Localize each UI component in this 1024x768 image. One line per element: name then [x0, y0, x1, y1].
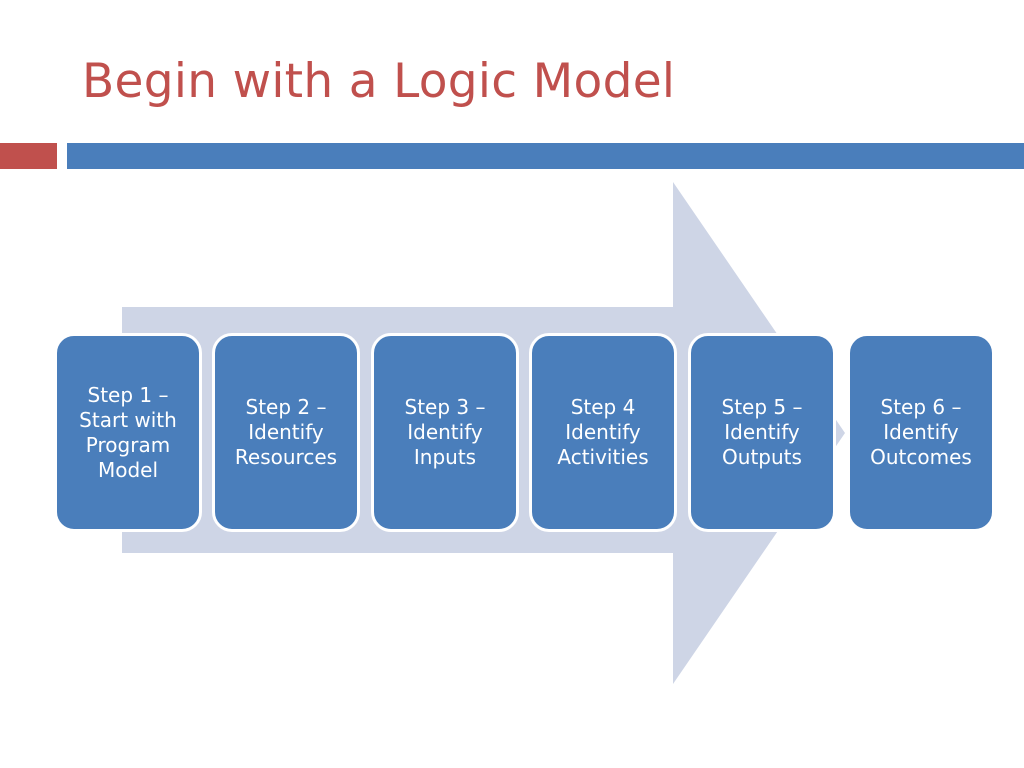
step-box-6-label: Step 6 – Identify Outcomes: [870, 395, 972, 469]
step-box-6[interactable]: Step 6 – Identify Outcomes: [847, 333, 995, 532]
title-divider: [0, 143, 1024, 169]
step-box-2[interactable]: Step 2 – Identify Resources: [212, 333, 360, 532]
step-box-4-label: Step 4 Identify Activities: [557, 395, 649, 469]
step-box-5[interactable]: Step 5 – Identify Outputs: [688, 333, 836, 532]
step-box-3-label: Step 3 – Identify Inputs: [404, 395, 486, 469]
step-box-3[interactable]: Step 3 – Identify Inputs: [371, 333, 519, 532]
step-box-1[interactable]: Step 1 – Start with Program Model: [54, 333, 202, 532]
page-title: Begin with a Logic Model: [82, 54, 676, 109]
divider-bar-block: [67, 143, 1024, 169]
step-box-1-label: Step 1 – Start with Program Model: [79, 382, 177, 482]
step-box-2-label: Step 2 – Identify Resources: [234, 395, 338, 469]
step-box-4[interactable]: Step 4 Identify Activities: [529, 333, 677, 532]
step-box-5-label: Step 5 – Identify Outputs: [721, 395, 803, 469]
divider-accent-block: [0, 143, 57, 169]
